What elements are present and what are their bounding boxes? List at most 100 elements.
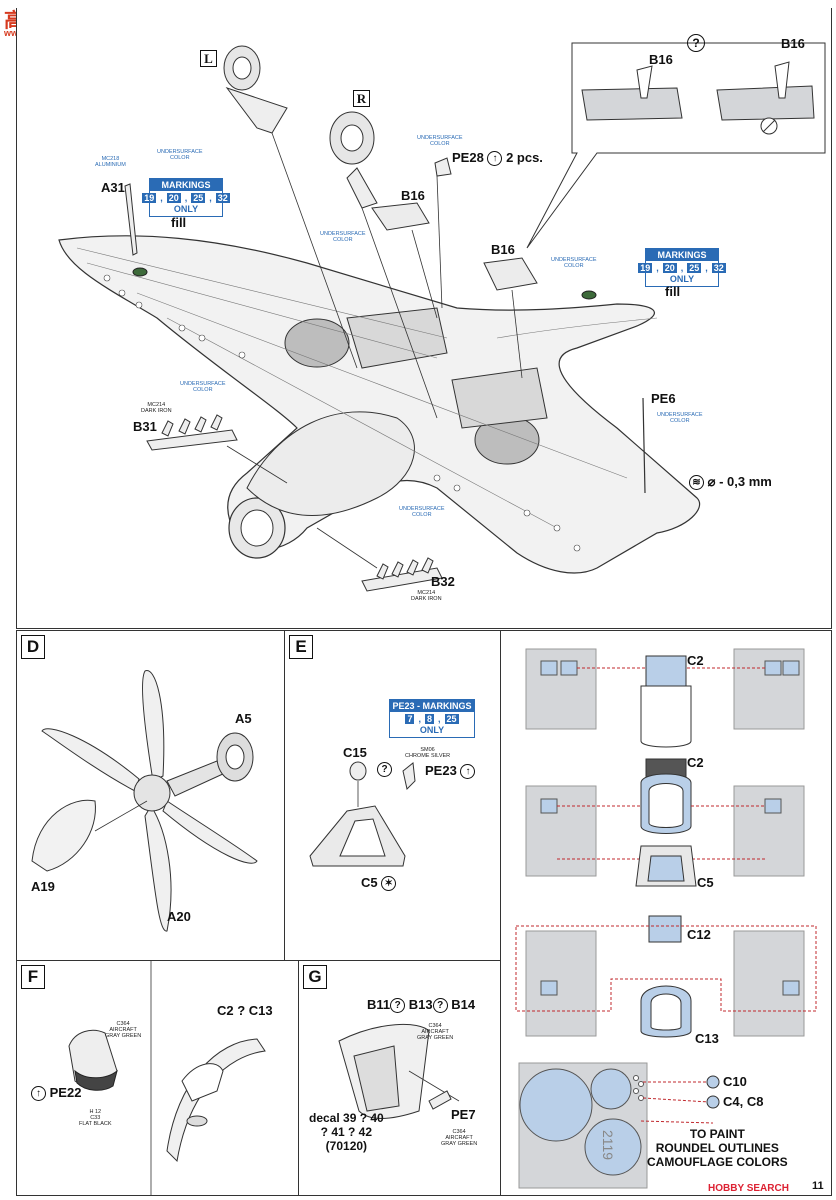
markings-title: PE23 - MARKINGS [390,700,474,712]
part-b31: B31 [133,419,157,434]
marking-num: 20 [662,263,677,273]
paint-gray-green-g1: C364 AIRCRAFT GRAY GREEN [417,1023,454,1041]
part-a20: A20 [167,909,191,924]
markings-numbers: 19, 20, 25, 32 [142,193,230,203]
part-pe23: PE23 ↑ [425,763,476,780]
fill-label-left: fill [171,215,187,230]
gunsight-drawing [309,761,416,867]
paint-gray-green-g2: C364 AIRCRAFT GRAY GREEN [441,1129,478,1147]
markings-box-right: MARKINGS 19, 20, 25, 32 ONLY [638,248,726,287]
mask-c4-c8: C4, C8 [723,1094,764,1109]
right-gear-label: R [353,90,370,107]
flip-icon: ↑ [460,764,476,780]
markings-box-left: MARKINGS 19, 20, 25, 32 ONLY [142,178,230,217]
pe22-label: PE22 [49,1085,82,1100]
marking-num: 20 [166,193,181,203]
part-c15: C15 [343,745,367,760]
section-letter: E [289,635,313,659]
paint-undersurface-7: UNDERSURFACE COLOR [399,506,445,518]
markings-box-e: PE23 - MARKINGS 7, 8, 25 ONLY [389,699,475,738]
part-b16-2: B16 [491,242,515,257]
mask-c13: C13 [695,1031,719,1046]
part-pe7: PE7 [451,1107,476,1122]
part-c2-c13: C2 ? C13 [217,1003,273,1018]
paint-undersurface-2: UNDERSURFACE COLOR [417,135,463,147]
left-gear-label: L [200,50,217,67]
glue-icon: ✶ [381,876,397,892]
mask-sheets [515,648,817,1189]
markings-only: ONLY [173,204,199,214]
decal-note: decal 39 ? 40 ? 41 ? 42 (70120) [309,1111,384,1153]
flip-icon: ↑ [487,151,503,167]
section-d: D A5 A19 A20 [16,630,286,962]
mask-c12: C12 [687,927,711,942]
paint-undersurface-3: UNDERSURFACE COLOR [320,231,366,243]
watermark-hobby-search: HOBBY SEARCH [706,1183,791,1194]
mask-c2-b: C2 [687,755,704,770]
wing-drawing [58,42,826,592]
roundel-note: TO PAINT ROUNDEL OUTLINES CAMOUFLAGE COL… [647,1127,788,1169]
markings-numbers: 7, 8, 25 [405,714,459,724]
page-number: 11 [812,1180,824,1192]
marking-num: 19 [638,263,653,273]
marking-num: 8 [424,714,434,724]
part-b32: B32 [431,574,455,589]
part-b16-callout-1: B16 [649,52,673,67]
part-b16-callout-2: B16 [781,36,805,51]
propeller-drawing [31,670,258,932]
paint-dark-iron-2: MC214 DARK IRON [411,590,442,602]
mask-c5: C5 [697,875,714,890]
section-letter: G [303,965,327,989]
question-icon: ? [687,34,705,52]
paint-gray-green-f: C364 AIRCRAFT GRAY GREEN [105,1021,142,1039]
part-pe28: PE28 ↑ 2 pcs. [452,150,543,167]
paint-undersurface-4: UNDERSURFACE COLOR [551,257,597,269]
seat-drawing [68,961,266,1195]
markings-title: MARKINGS [150,179,222,191]
pe28-qty: 2 pcs. [506,150,543,165]
part-pe22: ↑ PE22 [31,1085,82,1102]
section-f: F C364 AIRCRAFT GRAY GREEN ↑ PE22 H 12 C… [16,960,302,1196]
markings-title: MARKINGS [646,249,718,261]
markings-numbers: 19, 20, 25, 32 [638,263,726,273]
markings-only: ONLY [419,725,445,735]
part-a19: A19 [31,879,55,894]
paint-undersurface-1: UNDERSURFACE COLOR [157,149,203,161]
fill-label-right: fill [665,284,681,299]
part-b16-1: B16 [401,188,425,203]
paint-undersurface-6: UNDERSURFACE COLOR [657,412,703,424]
drill-size: ⌀ - 0,3 mm [707,474,772,489]
question-icon: ? [377,761,392,778]
marking-num: 32 [711,263,726,273]
top-panel: L R A31 MC218 ALUMINIUM UNDERSURFACE COL… [16,8,832,629]
mask-c2-a: C2 [687,653,704,668]
section-letter: D [21,635,45,659]
pe28-label: PE28 [452,150,484,165]
mask-c10: C10 [723,1074,747,1089]
paint-undersurface-5: UNDERSURFACE COLOR [180,381,226,393]
markings-only: ONLY [669,274,695,284]
paint-dark-iron-1: MC214 DARK IRON [141,402,172,414]
parts-b11-b13-b14: B11? B13? B14 [367,997,476,1014]
b11-label: B11 [367,997,391,1012]
section-g: G B11? B13? B14 C364 AIRCRAFT GRAY GREEN… [298,960,502,1196]
flip-icon: ↑ [31,1086,46,1102]
marking-num: 25 [191,193,206,203]
marking-num: 7 [405,714,415,724]
marking-num: 32 [215,193,230,203]
c5-label: C5 [361,875,378,890]
paint-chrome-silver: SM06 CHROME SILVER [405,747,451,759]
drill-icon: ≋ [689,475,704,491]
marking-num: 25 [444,714,459,724]
b14-label: B14 [451,997,476,1012]
pe23-label: PE23 [425,763,457,778]
paint-flat-black: H 12 C33 FLAT BLACK [79,1109,112,1127]
mask-section: C2 C2 C5 C12 C13 C10 C4, C8 2119 TO PAIN… [500,630,832,1196]
armor-drawing [338,1023,460,1119]
part-pe6: PE6 [651,391,676,406]
part-a31: A31 [101,180,125,195]
paint-aluminium: MC218 ALUMINIUM [95,156,126,168]
marking-num: 25 [687,263,702,273]
b13-label: B13 [408,997,433,1012]
section-letter: F [21,965,45,989]
